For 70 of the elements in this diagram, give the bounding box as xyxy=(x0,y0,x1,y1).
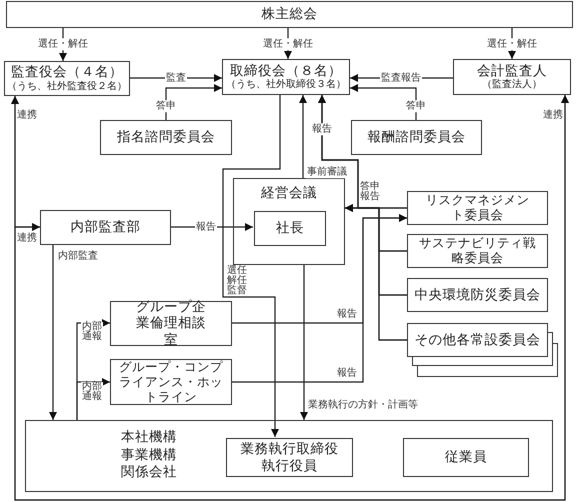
edge-label: 監査 xyxy=(165,72,187,84)
edge-label: 答申 xyxy=(155,100,177,112)
box-title: 執行役員 xyxy=(262,458,318,474)
arrow xyxy=(76,378,110,420)
process-box xyxy=(403,438,529,477)
box-title: グループ・コンプライアンス・ホットライン xyxy=(118,360,224,404)
box-title: 業務執行取締役 xyxy=(240,441,338,458)
box-title: 内部監査部 xyxy=(70,219,140,236)
box-title: グループ企業倫理相談室 xyxy=(135,299,207,348)
process-box xyxy=(351,120,482,155)
arrow xyxy=(232,214,407,383)
edge-label: 連携 xyxy=(16,109,38,121)
edge-label: 答申 xyxy=(405,100,427,112)
process-box xyxy=(6,1,573,28)
process-box xyxy=(407,234,548,268)
edge-label: 監査報告 xyxy=(380,72,422,84)
arrow xyxy=(345,204,407,341)
box-title: 監査役会（４名） xyxy=(11,64,123,80)
box-title: サステナビリティ戦略委員会 xyxy=(418,236,537,266)
organization-list: 本社機構 事業機構 関係会社 xyxy=(121,428,177,481)
box-title: 株主総会 xyxy=(262,6,318,23)
edge-label: 答申報告 xyxy=(359,182,381,202)
edge-label: 選任・解任 xyxy=(262,38,314,50)
arrow xyxy=(299,95,307,178)
group-box xyxy=(233,178,345,265)
box-title: 会計監査人 xyxy=(477,62,547,78)
process-box xyxy=(110,359,232,405)
edge-label: 報告 xyxy=(336,367,358,379)
edge-label: 連携 xyxy=(16,232,38,244)
edge-label: 選任・解任 xyxy=(37,38,89,50)
box-title: 経営会議 xyxy=(261,185,317,202)
edge-label: 選任・解任 xyxy=(486,38,538,50)
edge-label: 選任解任監督 xyxy=(226,266,248,296)
edge-label: 連携 xyxy=(542,109,564,121)
process-box xyxy=(40,210,171,245)
box-subtitle: （監査法人） xyxy=(482,79,542,92)
box-title: リスクマネジメント委員会 xyxy=(424,193,530,223)
box-title: その他各常設委員会 xyxy=(414,332,540,348)
edge-label: 内部通報 xyxy=(81,322,103,342)
process-box xyxy=(254,211,326,246)
organization-box xyxy=(25,420,553,492)
box-title: 指名諮問委員会 xyxy=(117,129,215,146)
process-box xyxy=(453,59,571,95)
process-box xyxy=(100,120,232,155)
box-title: 中央環境防災委員会 xyxy=(414,286,540,304)
edge-label: 業務執行の方針・計画等 xyxy=(307,399,419,411)
process-box xyxy=(222,59,350,95)
arrow xyxy=(300,265,308,420)
committee-stack xyxy=(407,323,558,377)
process-box xyxy=(407,278,548,312)
process-box xyxy=(407,191,548,225)
edge-label: 報告 xyxy=(311,123,333,135)
box-title: 報酬諮問委員会 xyxy=(368,129,466,146)
process-box xyxy=(226,438,353,477)
box-title: 従業員 xyxy=(445,449,487,466)
process-box xyxy=(4,61,130,96)
box-subtitle: （うち、社外取締役３名） xyxy=(226,79,346,92)
arrow xyxy=(350,84,417,120)
edge-label: 内部監査 xyxy=(57,250,99,262)
edge-label: 報告 xyxy=(195,221,217,233)
box-title: 社長 xyxy=(276,220,304,237)
arrow xyxy=(49,245,57,420)
box-subtitle: （うち、社外監査役２名） xyxy=(7,80,127,93)
edge-label: 報告 xyxy=(336,308,358,320)
arrow xyxy=(222,95,281,437)
process-box xyxy=(110,301,232,346)
box-title: 取締役会（８名） xyxy=(230,62,342,78)
edge-label: 事前審議 xyxy=(306,166,348,178)
arrow xyxy=(165,84,222,120)
edge-label: 内部通報 xyxy=(81,382,103,402)
